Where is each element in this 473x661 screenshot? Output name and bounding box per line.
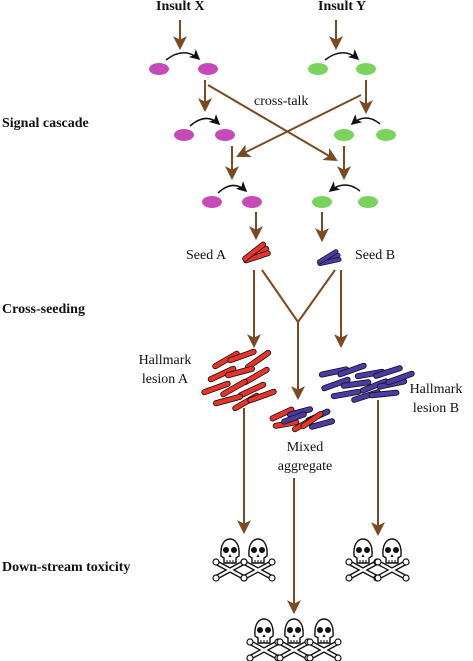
stage-signal-cascade: Signal cascade (2, 116, 89, 131)
lesion-b-label: Hallmark lesion B (400, 380, 472, 418)
mixed-aggregate-label-line2: aggregate (277, 459, 333, 474)
fibril (213, 393, 243, 407)
fibril (269, 406, 295, 422)
pathway-y-step1 (308, 49, 376, 75)
fibril (220, 378, 248, 398)
cross-talk-label: cross-talk (254, 94, 309, 109)
lesion-b-aggregate (318, 362, 415, 403)
fibril (385, 370, 415, 386)
fibril (373, 365, 403, 379)
lesion-a-label: Hallmark lesion A (130, 351, 200, 389)
fibril (337, 362, 367, 378)
insult-y-label: Insult Y (318, 0, 367, 14)
fibril (281, 411, 307, 425)
pathway-y-step3 (312, 181, 378, 208)
mixed-aggregate (269, 406, 336, 433)
skull-crossbones-icon (277, 619, 311, 661)
fibril (247, 388, 277, 404)
insult-x-label: Insult X (156, 0, 205, 14)
fibril (308, 418, 336, 430)
fibril (321, 376, 351, 392)
lesion-a-label-line1: Hallmark (138, 353, 192, 368)
fibril (207, 365, 237, 383)
fibril (340, 379, 372, 389)
mixed-aggregate-label: Mixed aggregate (262, 438, 348, 476)
mixed-aggregate-label-line1: Mixed (286, 440, 324, 455)
seed-a-label: Seed A (186, 248, 227, 263)
toxicity-group-a (213, 539, 275, 581)
stage-downstream-toxicity: Down-stream toxicity (2, 560, 131, 575)
skull-crossbones-icon (346, 539, 380, 581)
lesion-a-label-line2: lesion A (141, 372, 189, 387)
skull-crossbones-icon (375, 539, 409, 581)
seed-b-fibril (316, 248, 342, 267)
skull-crossbones-icon (307, 619, 341, 661)
cross-seeding-merge (261, 269, 336, 401)
pathway-y-step2 (334, 114, 396, 141)
toxicity-group-mixed (247, 619, 341, 661)
skull-crossbones-icon (241, 539, 275, 581)
seed-a-fibril (241, 240, 272, 264)
pathway-x-step2 (174, 114, 235, 141)
lesion-b-label-line2: lesion B (412, 401, 460, 416)
toxicity-group-b (346, 539, 409, 581)
fibril (225, 365, 255, 379)
skull-crossbones-icon (247, 619, 281, 661)
stage-cross-seeding: Cross-seeding (2, 302, 85, 317)
seed-b-label: Seed B (355, 248, 396, 263)
fibril (212, 350, 240, 370)
fibril (227, 348, 257, 364)
pathway-x-step3 (202, 181, 262, 208)
fibril (201, 380, 231, 396)
lesion-a-aggregate (201, 348, 277, 412)
lesion-b-label-line1: Hallmark (409, 382, 463, 397)
fibril (330, 388, 362, 400)
fibril (368, 389, 400, 399)
fibril (300, 411, 324, 429)
pathway-x-step1 (149, 49, 218, 75)
cross-talk-arrows (207, 84, 362, 162)
